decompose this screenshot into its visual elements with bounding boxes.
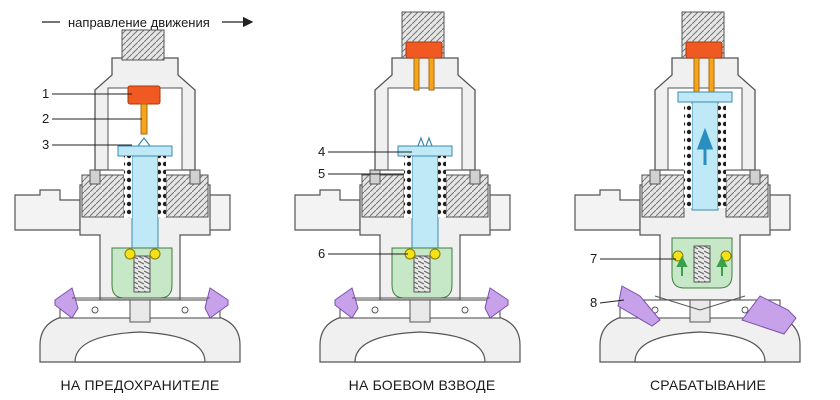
callouts: 1 2 3 4 5 6 7 8 (42, 86, 676, 310)
collet-arrow-right (716, 255, 728, 276)
striker (131, 145, 159, 249)
panel-triggering: СРАБАТЫВАНИЕ (574, 11, 801, 393)
striker (411, 145, 439, 249)
lever-left (334, 287, 359, 319)
ball-right (720, 250, 732, 262)
ball-right (429, 248, 441, 260)
detonator (685, 41, 723, 59)
panel-armed: НА БОЕВОМ ВЗВОДЕ (294, 11, 521, 393)
lever-right (484, 287, 509, 319)
caption-triggering: СРАБАТЫВАНИЕ (650, 377, 766, 393)
ball-left (124, 248, 136, 260)
lever-left (617, 285, 661, 327)
detonator (405, 41, 443, 59)
firing-pin (413, 57, 420, 91)
caption-safety: НА ПРЕДОХРАНИТЕЛЕ (61, 377, 220, 393)
callout-8: 8 (590, 295, 597, 310)
callout-1: 1 (42, 86, 49, 101)
collet-arrow-left (676, 255, 688, 276)
panel-safety: НА ПРЕДОХРАНИТЕЛЕ (14, 29, 241, 393)
detonator (127, 85, 161, 105)
callout-6: 6 (318, 246, 325, 261)
lever-right (204, 287, 229, 319)
firing-pin (693, 57, 700, 93)
spring (124, 156, 132, 218)
spring (404, 156, 412, 218)
spring (684, 104, 692, 208)
callout-3: 3 (42, 137, 49, 152)
striker-arrow (696, 127, 714, 165)
direction-label: направление движения (68, 15, 210, 30)
ball-right (149, 248, 161, 260)
direction-indicator: направление движения (42, 15, 254, 30)
lever-left (54, 287, 79, 319)
caption-armed: НА БОЕВОМ ВЗВОДЕ (349, 377, 496, 393)
callout-4: 4 (318, 144, 325, 159)
callout-5: 5 (318, 166, 325, 181)
lever-right (741, 295, 797, 335)
callout-2: 2 (42, 111, 49, 126)
callout-7: 7 (590, 251, 597, 266)
